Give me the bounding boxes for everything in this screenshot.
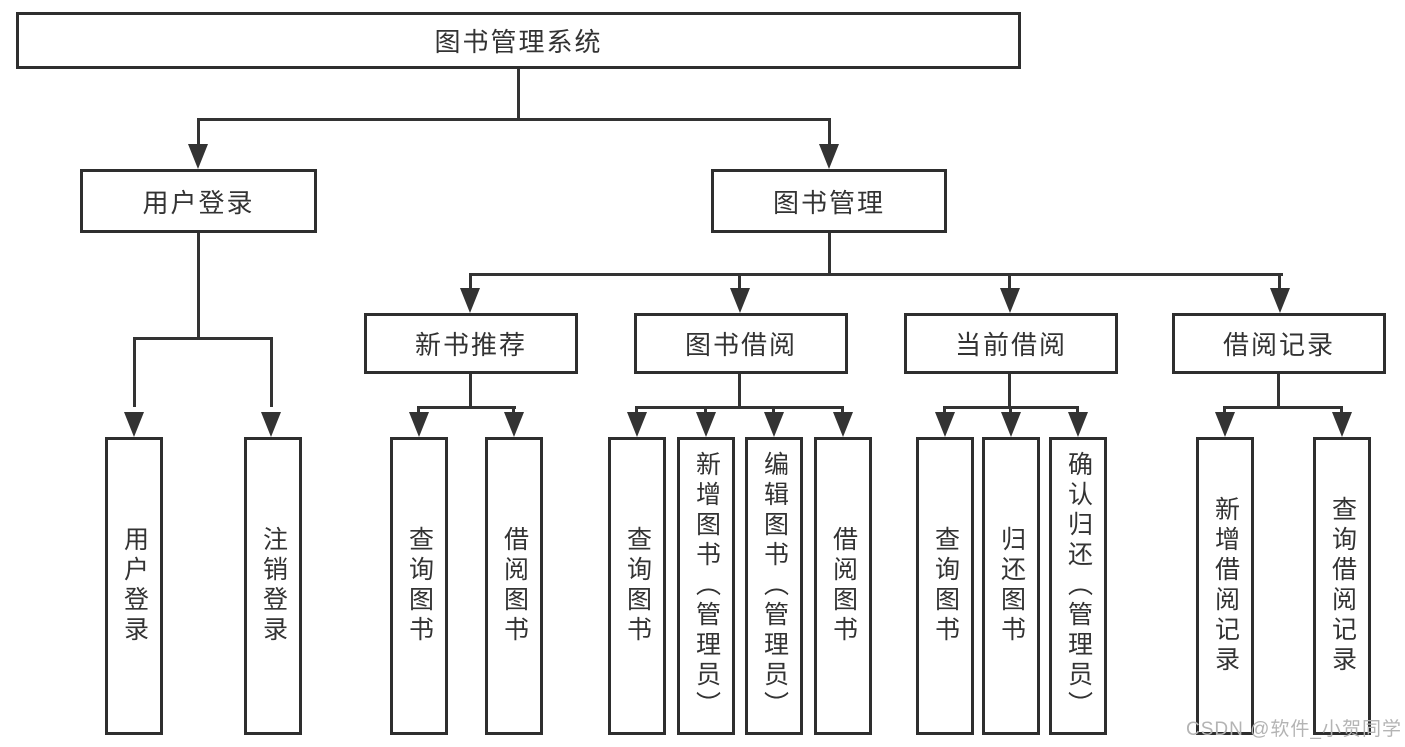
arrow-down-icon [261, 412, 281, 437]
connector-line [635, 406, 844, 409]
arrow-down-icon [1270, 288, 1290, 313]
node-label: 新书推荐 [414, 330, 527, 360]
node-current-borrowing: 当前借阅 [904, 313, 1118, 374]
arrow-down-icon [1068, 412, 1088, 437]
connector-line [469, 273, 472, 293]
arrow-down-icon [1215, 412, 1235, 437]
connector-line [738, 374, 741, 406]
watermark: CSDN @软件_小贺同学 [1186, 719, 1402, 740]
leaf-query-books-recommend: 查询图书 [390, 437, 448, 735]
arrow-down-icon [833, 412, 853, 437]
leaf-label: 确认归还（管理员） [1064, 451, 1093, 721]
arrow-down-icon [935, 412, 955, 437]
leaf-logout: 注销登录 [244, 437, 302, 735]
node-library-management-system: 图书管理系统 [16, 12, 1021, 69]
leaf-label: 查询图书 [931, 526, 960, 646]
connector-line [1277, 374, 1280, 406]
leaf-label: 查询借阅记录 [1328, 496, 1357, 676]
arrow-down-icon [696, 412, 716, 437]
connector-line [197, 233, 200, 337]
leaf-label: 归还图书 [997, 526, 1026, 646]
arrow-down-icon [460, 288, 480, 313]
connector-line [133, 337, 136, 407]
leaf-query-borrow-record: 查询借阅记录 [1313, 437, 1371, 735]
node-user-login: 用户登录 [80, 169, 317, 233]
node-label: 图书管理 [772, 187, 885, 218]
leaf-label: 新增借阅记录 [1211, 496, 1240, 676]
connector-line [133, 337, 273, 340]
leaf-add-books-admin: 新增图书（管理员） [677, 437, 735, 735]
arrow-down-icon [764, 412, 784, 437]
leaf-label: 查询图书 [623, 526, 652, 646]
connector-line [417, 406, 516, 409]
arrow-down-icon [1001, 412, 1021, 437]
leaf-label: 借阅图书 [500, 526, 529, 646]
node-label: 图书借阅 [684, 330, 797, 360]
connector-line [469, 273, 1283, 276]
arrow-down-icon [1332, 412, 1352, 437]
connector-line [517, 69, 520, 118]
leaf-borrow-books: 借阅图书 [814, 437, 872, 735]
arrow-down-icon [188, 144, 208, 169]
node-label: 当前借阅 [954, 330, 1067, 360]
arrow-down-icon [124, 412, 144, 437]
connector-line [738, 273, 741, 293]
leaf-return-books: 归还图书 [982, 437, 1040, 735]
connector-line [1008, 273, 1011, 293]
node-book-management: 图书管理 [711, 169, 947, 233]
node-label: 图书管理系统 [434, 27, 603, 57]
connector-line [1278, 273, 1281, 293]
leaf-user-login: 用户登录 [105, 437, 163, 735]
connector-line [197, 118, 200, 150]
leaf-label: 注销登录 [259, 526, 288, 646]
leaf-label: 用户登录 [120, 526, 149, 646]
leaf-edit-books-admin: 编辑图书（管理员） [745, 437, 803, 735]
connector-line [270, 337, 273, 407]
connector-line [197, 118, 831, 121]
connector-line [828, 233, 831, 273]
arrow-down-icon [819, 144, 839, 169]
arrow-down-icon [504, 412, 524, 437]
arrow-down-icon [730, 288, 750, 313]
leaf-label: 借阅图书 [829, 526, 858, 646]
leaf-label: 新增图书（管理员） [692, 451, 721, 721]
connector-line [1008, 374, 1011, 406]
leaf-borrow-books-recommend: 借阅图书 [485, 437, 543, 735]
arrow-down-icon [409, 412, 429, 437]
leaf-label: 查询图书 [405, 526, 434, 646]
leaf-add-borrow-record: 新增借阅记录 [1196, 437, 1254, 735]
node-new-book-recommend: 新书推荐 [364, 313, 578, 374]
leaf-confirm-return-admin: 确认归还（管理员） [1049, 437, 1107, 735]
connector-line [1223, 406, 1343, 409]
node-book-borrowing: 图书借阅 [634, 313, 848, 374]
arrow-down-icon [1000, 288, 1020, 313]
node-label: 借阅记录 [1222, 330, 1335, 360]
node-label: 用户登录 [142, 187, 255, 218]
arrow-down-icon [627, 412, 647, 437]
leaf-query-books-current: 查询图书 [916, 437, 974, 735]
leaf-query-books-borrowing: 查询图书 [608, 437, 666, 735]
leaf-label: 编辑图书（管理员） [760, 451, 789, 721]
node-borrowing-records: 借阅记录 [1172, 313, 1386, 374]
connector-line [828, 118, 831, 150]
connector-line [469, 374, 472, 406]
